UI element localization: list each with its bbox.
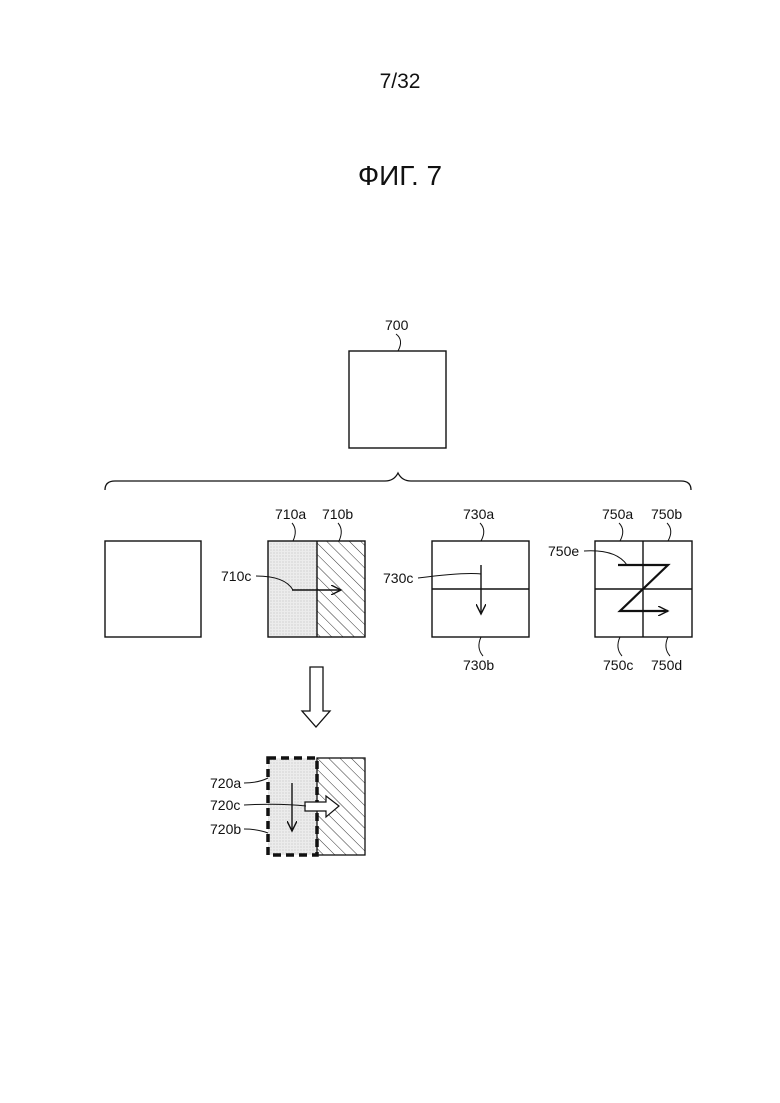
leader-750c [618, 637, 622, 656]
label-710b: 710b [322, 506, 353, 522]
transition-arrow [302, 667, 330, 727]
leader-750b [667, 523, 671, 541]
label-720a: 720a [210, 775, 241, 791]
block-710b [317, 541, 365, 637]
leader-720a [244, 778, 268, 783]
label-750b: 750b [651, 506, 682, 522]
label-700: 700 [385, 317, 409, 333]
label-730b: 730b [463, 657, 494, 673]
label-750c: 750c [603, 657, 633, 673]
block-720 [268, 758, 365, 855]
block-710 [268, 541, 365, 637]
leader-750a [619, 523, 623, 541]
label-720b: 720b [210, 821, 241, 837]
block-no-split [105, 541, 201, 637]
label-730a: 730a [463, 506, 494, 522]
leader-730a [480, 523, 484, 541]
label-710a: 710a [275, 506, 306, 522]
label-730c: 730c [383, 570, 413, 586]
brace [105, 473, 691, 490]
leader-720b [244, 829, 268, 833]
leader-710b [338, 523, 341, 541]
leader-730b [479, 637, 483, 656]
label-750a: 750a [602, 506, 633, 522]
block-700 [349, 351, 446, 448]
block-730 [432, 541, 529, 637]
label-750e: 750e [548, 543, 579, 559]
label-750d: 750d [651, 657, 682, 673]
leader-700 [396, 334, 401, 351]
block-750 [595, 541, 692, 637]
leader-750d [666, 637, 670, 656]
leader-710a [292, 523, 295, 541]
label-710c: 710c [221, 568, 251, 584]
label-720c: 720c [210, 797, 240, 813]
